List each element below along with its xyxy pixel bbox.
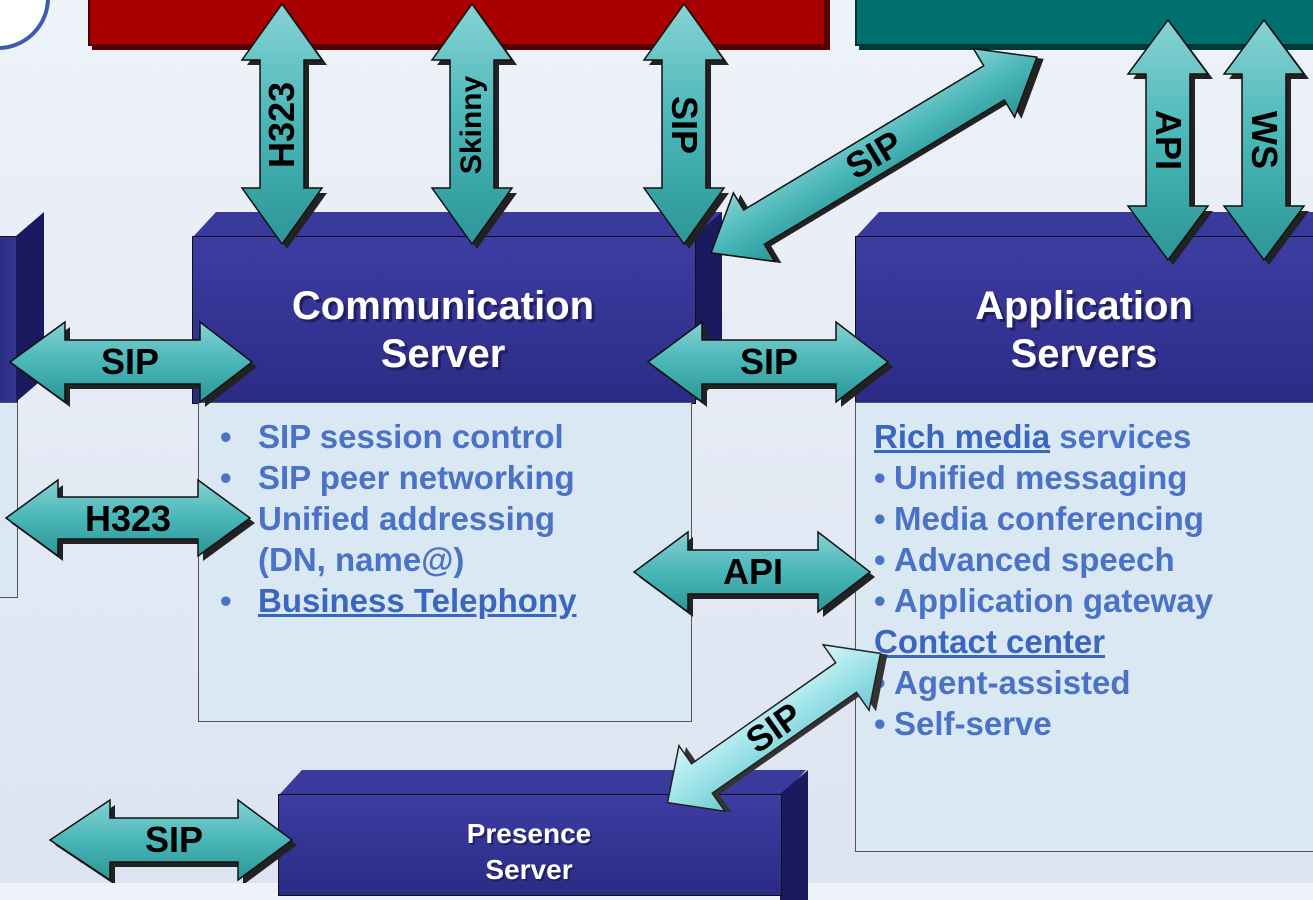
bullet: • (874, 541, 886, 578)
rich-media-heading: Rich media services (874, 416, 1213, 457)
sip-diagonal-arrow[interactable] (691, 20, 1065, 291)
feature-text: Media conferencing (894, 500, 1204, 537)
presence-sip-label: SIP (144, 819, 204, 860)
presence-diagonal-sip-label: SIP (738, 694, 810, 762)
feature-item: •Advanced speech (874, 539, 1213, 580)
feature-text: Application gateway (894, 582, 1214, 619)
ws-vertical-label: WS (1244, 111, 1285, 169)
communication-server-title: Communication Server (192, 282, 694, 378)
presence-sip-arrow[interactable] (48, 798, 297, 883)
feature-item: • SIP session control (220, 416, 576, 457)
feature-item: • SIP peer networking (220, 457, 576, 498)
feature-item-continuation: (DN, name@) (220, 539, 576, 580)
feature-text: SIP session control (258, 418, 564, 455)
skinny-vertical-label: Skinny (455, 75, 488, 175)
feature-item: •Self-serve (874, 703, 1213, 744)
feature-text: (DN, name@) (258, 541, 465, 578)
bullet: • (220, 459, 232, 496)
ws-vertical-arrow[interactable] (1222, 18, 1309, 265)
application-servers-title-line2: Servers (1010, 332, 1158, 376)
presence-diagonal-sip-arrow[interactable] (645, 618, 911, 840)
application-servers-title-line1: Application (975, 284, 1193, 328)
logo (0, 0, 50, 50)
application-servers-box (855, 236, 1313, 404)
bullet: • (874, 705, 886, 742)
applications-box (855, 0, 1313, 46)
middle-sip-arrow[interactable] (646, 320, 893, 407)
left-server-box (0, 236, 18, 404)
feature-item: •Unified addressing (220, 498, 576, 539)
bullet: • (220, 418, 232, 455)
feature-text: SIP peer networking (258, 459, 575, 496)
communication-server-box (192, 236, 696, 404)
api-vertical-label: API (1148, 109, 1189, 170)
left-h323-arrow[interactable] (4, 478, 255, 561)
rich-media-suffix: services (1050, 418, 1192, 455)
api-vertical-arrow[interactable] (1126, 18, 1213, 265)
application-servers-title: Application Servers (855, 282, 1313, 378)
middle-sip-label: SIP (739, 341, 799, 382)
application-servers-features: Rich media services •Unified messaging •… (874, 416, 1213, 744)
h323-vertical-arrow[interactable] (240, 2, 327, 249)
sip-vertical-label: SIP (664, 95, 705, 155)
feature-text: Advanced speech (894, 541, 1175, 578)
middle-api-arrow[interactable] (632, 530, 875, 617)
feature-text: Unified addressing (258, 500, 556, 537)
left-sip-label: SIP (100, 341, 160, 382)
left-sip-arrow[interactable] (8, 320, 257, 407)
application-servers-panel (855, 402, 1313, 852)
feature-item: •Application gateway (874, 580, 1213, 621)
sip-vertical-arrow[interactable] (642, 2, 729, 249)
sip-diagonal-label: SIP (838, 122, 910, 188)
presence-server-box (278, 794, 782, 896)
business-telephony-link[interactable]: Business Telephony (258, 582, 577, 619)
contact-center-heading: Contact center (874, 621, 1213, 662)
skinny-vertical-arrow[interactable] (430, 2, 517, 249)
left-h323-label: H323 (84, 498, 172, 539)
communication-server-title-line1: Communication (291, 284, 595, 328)
communication-server-features: • SIP session control • SIP peer networkin… (220, 416, 576, 621)
feature-text: Self-serve (894, 705, 1052, 742)
presence-server-title: Presence Server (278, 816, 780, 888)
feature-text: Unified messaging (894, 459, 1188, 496)
bullet: • (874, 500, 886, 537)
feature-item: •Media conferencing (874, 498, 1213, 539)
feature-text: Agent-assisted (894, 664, 1131, 701)
presence-server-title-line1: Presence (466, 818, 592, 849)
bullet: • (874, 459, 886, 496)
bullet: • (874, 582, 886, 619)
feature-item: • Business Telephony (220, 580, 576, 621)
presence-server-title-line2: Server (485, 854, 573, 885)
rich-media-link[interactable]: Rich media (874, 418, 1051, 455)
feature-item: •Agent-assisted (874, 662, 1213, 703)
contact-center-link[interactable]: Contact center (874, 623, 1106, 660)
left-info-panel (0, 402, 18, 598)
h323-vertical-label: H323 (261, 81, 302, 169)
bullet: • (220, 582, 232, 619)
middle-api-label: API (722, 551, 783, 592)
presence-server-side (780, 770, 808, 900)
communication-server-title-line2: Server (380, 332, 506, 376)
feature-item: •Unified messaging (874, 457, 1213, 498)
